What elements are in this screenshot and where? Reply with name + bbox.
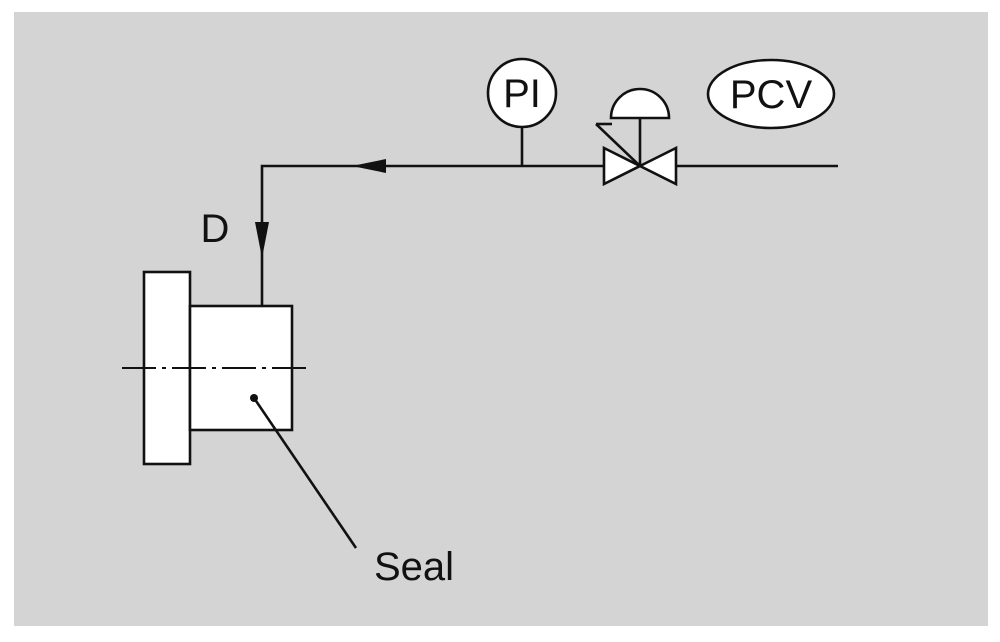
pcv-label: PCV xyxy=(730,73,813,117)
flow-arrow-left-icon xyxy=(352,159,386,173)
pcv-tag xyxy=(706,58,836,130)
pressure-indicator xyxy=(486,57,558,129)
pressure-control-valve-icon xyxy=(595,87,678,187)
seal-leader-line xyxy=(252,397,358,549)
pi-label: PI xyxy=(503,72,541,116)
seal-label: Seal xyxy=(374,545,454,589)
d-label: D xyxy=(201,207,230,251)
flow-arrow-down-icon xyxy=(255,222,269,258)
